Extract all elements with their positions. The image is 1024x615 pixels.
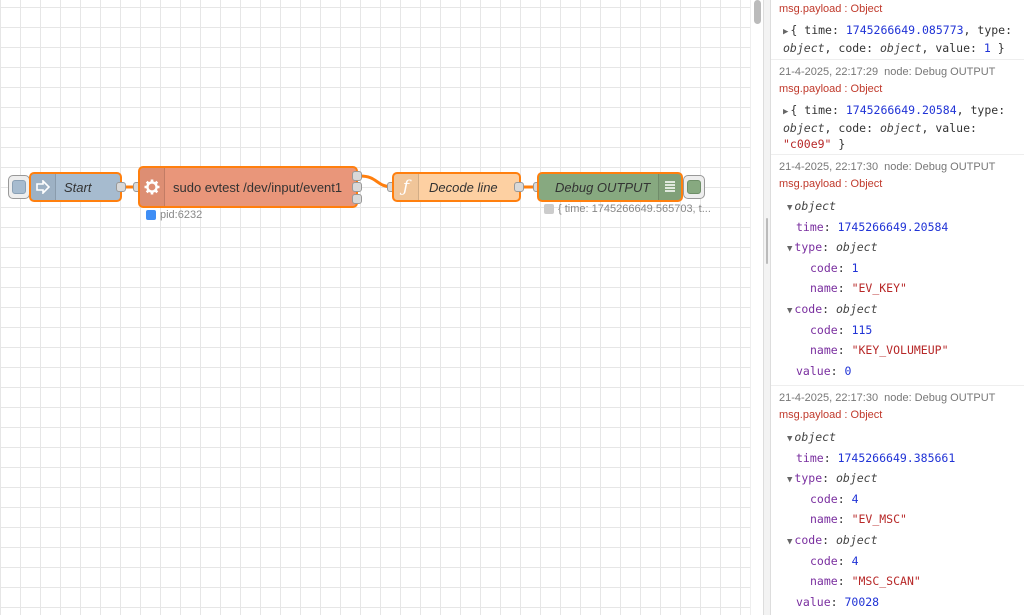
- tree-property-expandable[interactable]: ▼type: object: [787, 471, 878, 486]
- inject-trigger-swatch: [12, 180, 26, 194]
- debug-message-payload[interactable]: ▶{ time: 1745266649.085773, type: object…: [783, 23, 1013, 55]
- inject-trigger-button[interactable]: [8, 175, 30, 199]
- inject-node-start[interactable]: Start: [29, 172, 122, 202]
- debug-message-tree: ▼object time: 1745266649.385661 ▼type: o…: [779, 424, 1024, 612]
- function-node-decode-line[interactable]: ƒ Decode line: [392, 172, 521, 202]
- debug-message-timestamp: 21-4-2025, 22:17:30: [779, 161, 879, 173]
- expand-caret-icon[interactable]: ▶: [783, 107, 789, 117]
- exec-status: pid:6232: [146, 209, 202, 221]
- collapse-caret-icon[interactable]: ▼: [787, 244, 793, 255]
- debug-toggle-swatch: [687, 180, 701, 194]
- debug-node-output[interactable]: Debug OUTPUT: [537, 172, 683, 202]
- collapse-caret-icon[interactable]: ▼: [787, 434, 793, 444]
- inject-arrow-icon: [31, 174, 56, 200]
- debug-sidebar: msg.payload : Object ▶{ time: 1745266649…: [771, 0, 1024, 615]
- debug-message-node[interactable]: node: Debug OUTPUT: [884, 392, 996, 404]
- exec-node[interactable]: sudo evtest /dev/input/event1: [138, 166, 358, 208]
- tree-property: code: 1: [810, 260, 859, 275]
- expand-caret-icon[interactable]: ▶: [783, 27, 789, 37]
- debug-message-node[interactable]: node: Debug OUTPUT: [884, 161, 996, 173]
- tree-property: value: 0: [796, 363, 852, 378]
- debug-status: { time: 1745266649.565703, t...: [544, 203, 711, 215]
- debug-node-label: Debug OUTPUT: [555, 179, 651, 195]
- tree-root[interactable]: ▼object: [787, 430, 836, 444]
- debug-message-payload[interactable]: ▶{ time: 1745266649.20584, type: object,…: [783, 103, 1006, 151]
- tree-property: code: 4: [810, 553, 859, 568]
- debug-message-meta: 21-4-2025, 22:17:30 node: Debug OUTPUT: [779, 390, 1024, 407]
- workspace-scrollbar-thumb[interactable]: [754, 0, 761, 24]
- debug-message-timestamp: 21-4-2025, 22:17:30: [779, 392, 879, 404]
- tree-property: name: "KEY_VOLUMEUP": [810, 343, 949, 358]
- tree-property: name: "EV_MSC": [810, 512, 907, 527]
- debug-message-tree: ▼object time: 1745266649.20584 ▼type: ob…: [779, 193, 1024, 381]
- function-icon: ƒ: [394, 174, 419, 200]
- debug-status-dot: [544, 204, 554, 214]
- splitter-grip[interactable]: [766, 218, 768, 264]
- debug-message-topic: msg.payload : Object: [779, 3, 883, 15]
- exec-status-dot: [146, 210, 156, 220]
- debug-message-meta: 21-4-2025, 22:17:30 node: Debug OUTPUT: [779, 159, 1024, 176]
- tree-property: name: "EV_KEY": [810, 281, 907, 296]
- inject-node-label: Start: [64, 179, 92, 195]
- function-node-label: Decode line: [429, 179, 498, 195]
- collapse-caret-icon[interactable]: ▼: [787, 203, 793, 213]
- sidebar-splitter[interactable]: [763, 0, 771, 615]
- tree-property: time: 1745266649.385661: [796, 450, 956, 465]
- debug-message-topic: msg.payload : Object: [779, 178, 883, 190]
- debug-message-topic: msg.payload : Object: [779, 83, 883, 95]
- collapse-caret-icon[interactable]: ▼: [787, 475, 793, 486]
- exec-node-label: sudo evtest /dev/input/event1: [173, 179, 343, 195]
- start-output-port[interactable]: [116, 182, 126, 192]
- tree-property: time: 1745266649.20584: [796, 219, 949, 234]
- debug-message-node[interactable]: node: Debug OUTPUT: [884, 66, 996, 78]
- collapse-caret-icon[interactable]: ▼: [787, 305, 793, 316]
- debug-message: msg.payload : Object ▶{ time: 1745266649…: [771, 0, 1024, 60]
- debug-status-text: { time: 1745266649.565703, t...: [558, 203, 711, 215]
- workspace-vertical-scrollbar[interactable]: [750, 0, 763, 615]
- tree-property: name: "MSC_SCAN": [810, 574, 921, 589]
- exec-status-text: pid:6232: [160, 209, 203, 221]
- collapse-caret-icon[interactable]: ▼: [787, 536, 793, 547]
- tree-root[interactable]: ▼object: [787, 199, 836, 213]
- tree-property-expandable[interactable]: ▼type: object: [787, 240, 878, 255]
- flow-wires: [125, 174, 533, 189]
- exec-output-port-stdout[interactable]: [352, 171, 362, 181]
- tree-property-expandable[interactable]: ▼code: object: [787, 301, 878, 316]
- tree-property: value: 70028: [796, 594, 880, 609]
- debug-message-timestamp: 21-4-2025, 22:17:29: [779, 66, 879, 78]
- debug-message: 21-4-2025, 22:17:30 node: Debug OUTPUT ms…: [771, 155, 1024, 386]
- debug-message: 21-4-2025, 22:17:29 node: Debug OUTPUT ms…: [771, 60, 1024, 155]
- debug-message-topic: msg.payload : Object: [779, 409, 883, 421]
- debug-toggle-button[interactable]: [683, 175, 705, 199]
- function-output-port[interactable]: [514, 182, 524, 192]
- debug-message-meta: 21-4-2025, 22:17:29 node: Debug OUTPUT: [779, 64, 1024, 81]
- exec-output-port-return[interactable]: [352, 194, 362, 204]
- tree-property-expandable[interactable]: ▼code: object: [787, 532, 878, 547]
- debug-message: 21-4-2025, 22:17:30 node: Debug OUTPUT ms…: [771, 386, 1024, 615]
- flow-workspace[interactable]: Start sudo evtest /dev/input/event1: [0, 0, 750, 615]
- gear-icon: [140, 168, 165, 206]
- list-icon: [658, 174, 681, 200]
- tree-property: code: 4: [810, 491, 859, 506]
- exec-output-port-stderr[interactable]: [352, 182, 362, 192]
- tree-property: code: 115: [810, 322, 873, 337]
